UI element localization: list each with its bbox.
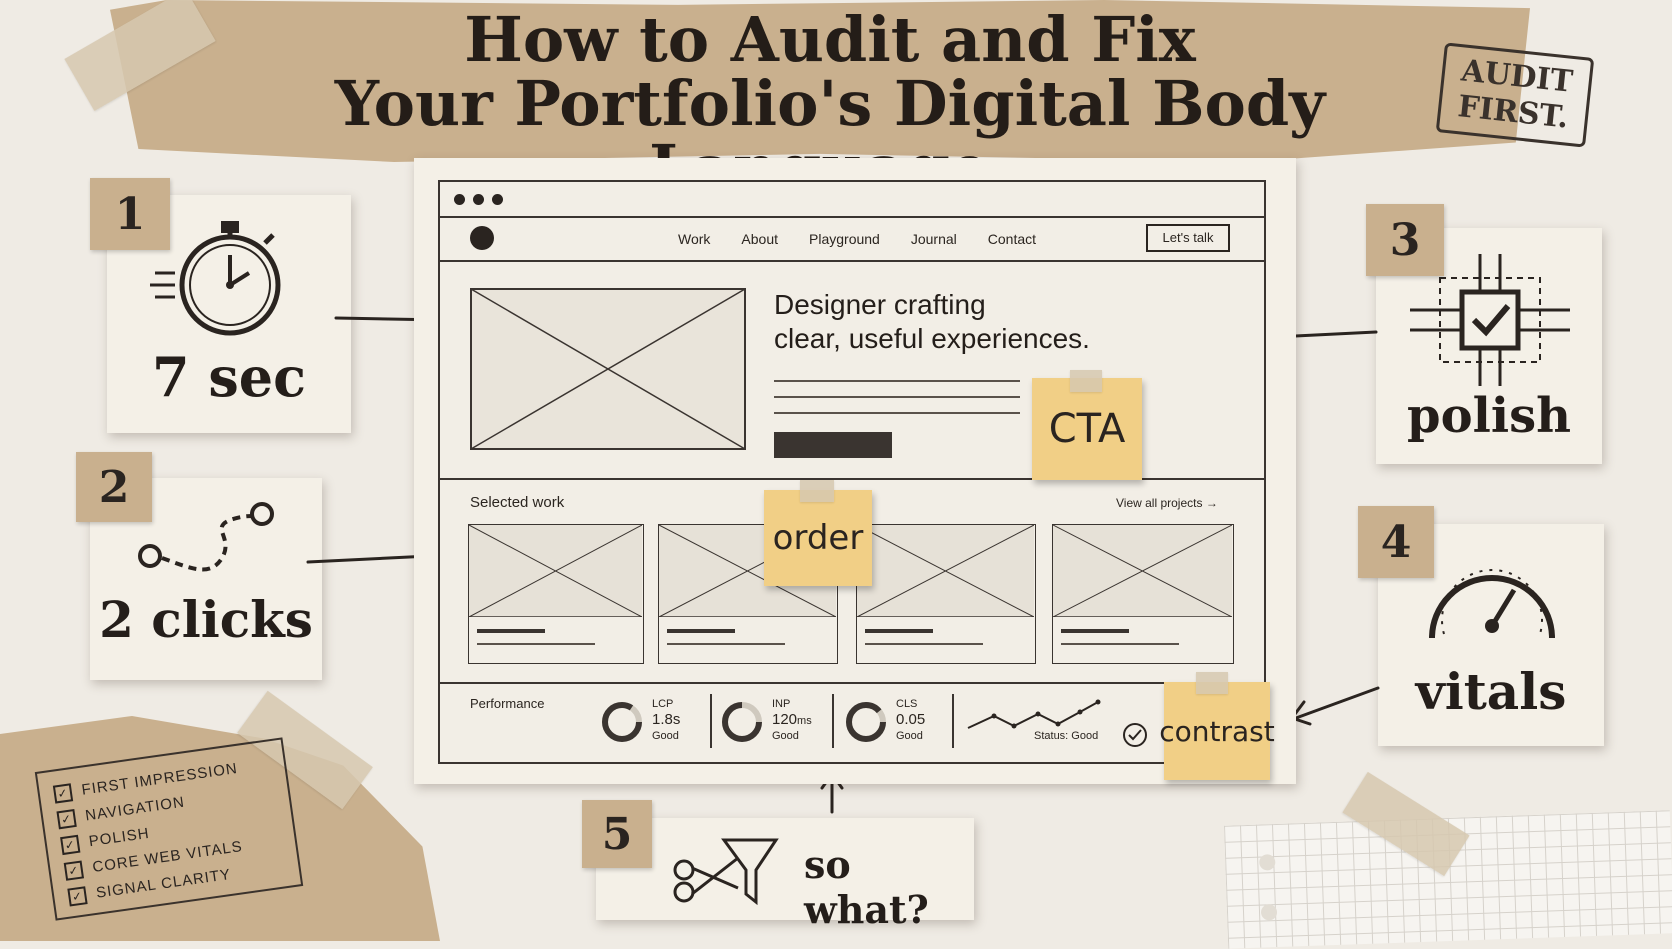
project-thumbnail — [468, 524, 643, 618]
arrow-step-4 — [1289, 686, 1380, 726]
step-4-label: vitals — [1415, 662, 1567, 721]
nav-playground[interactable]: Playground — [809, 231, 880, 247]
nav-about[interactable]: About — [741, 231, 779, 247]
step-1-card: 7 sec — [107, 195, 351, 433]
browser-window: Work About Playground Journal Contact Le… — [438, 180, 1266, 764]
project-thumbnail — [856, 524, 1035, 618]
tape — [1196, 672, 1228, 694]
performance-heading: Performance — [470, 696, 545, 711]
hero-text-line — [774, 380, 1020, 382]
window-dots — [454, 192, 503, 210]
inp-ring-icon — [722, 702, 762, 742]
cls-value: 0.05 — [896, 711, 926, 728]
metric-cls: CLS 0.05 Good — [844, 696, 944, 746]
nav-contact[interactable]: Contact — [987, 231, 1037, 247]
sticky-note-contrast: contrast — [1159, 682, 1275, 780]
step-3-number: 3 — [1366, 204, 1444, 276]
lets-talk-button[interactable]: Let's talk — [1146, 224, 1230, 252]
tape — [800, 480, 834, 502]
project-card[interactable] — [468, 524, 644, 664]
step-2-number: 2 — [76, 452, 152, 522]
sticky-note-cta: CTA — [1032, 378, 1142, 480]
sticky-contrast-text: contrast — [1159, 714, 1275, 748]
cls-status: Good — [896, 730, 923, 742]
step-5-label: so what? — [804, 842, 929, 932]
stopwatch-icon — [150, 221, 281, 336]
inp-name: INP — [772, 698, 791, 710]
step-3-label: polish — [1407, 388, 1571, 444]
cls-ring-icon — [846, 702, 886, 742]
status-check-icon — [1123, 723, 1147, 747]
project-cards — [468, 524, 1234, 664]
title-line-1: How to Audit and Fix — [464, 3, 1196, 76]
inp-value: 120 — [772, 711, 798, 728]
metric-inp: INP 120ms Good — [720, 696, 830, 746]
view-all-projects-link[interactable]: View all projects → — [1116, 496, 1218, 510]
step-1-number: 1 — [90, 178, 170, 250]
selected-work-heading: Selected work — [470, 494, 565, 511]
checkbox-checked-icon: ✓ — [56, 808, 77, 830]
site-nav: Work About Playground Journal Contact — [678, 231, 1036, 247]
project-card[interactable] — [1052, 524, 1234, 664]
hero-headline: Designer crafting clear, useful experien… — [774, 288, 1090, 356]
metric-divider — [832, 694, 834, 748]
work-divider — [440, 682, 1264, 684]
nav-divider — [440, 260, 1264, 262]
hero-image-placeholder — [470, 288, 746, 450]
inp-value-wrap: 120ms — [772, 711, 812, 728]
checkbox-checked-icon: ✓ — [67, 886, 88, 907]
project-card[interactable] — [856, 524, 1036, 664]
inp-unit: ms — [797, 715, 812, 727]
page-title: How to Audit and Fix Your Portfolio's Di… — [150, 8, 1510, 200]
nav-journal[interactable]: Journal — [910, 231, 957, 247]
trend-sparkline-icon — [967, 699, 1101, 729]
tape — [1070, 370, 1102, 392]
project-thumbnail — [1052, 524, 1233, 618]
alignment-check-icon — [1410, 254, 1570, 386]
metric-divider — [952, 694, 954, 748]
hero-cta-button[interactable] — [774, 432, 892, 458]
hero-text-line — [774, 396, 1020, 398]
step-2-label: 2 clicks — [99, 590, 313, 649]
step-5-card: so what? — [596, 818, 974, 932]
step-1-label: 7 sec — [151, 345, 306, 409]
scissors-funnel-icon — [673, 838, 779, 906]
hero-text-line — [774, 412, 1020, 414]
metric-lcp: LCP 1.8s Good — [600, 696, 700, 746]
inp-status: Good — [772, 730, 799, 742]
checkbox-checked-icon: ✓ — [60, 834, 81, 856]
step-5-number: 5 — [582, 800, 652, 868]
checkbox-checked-icon: ✓ — [52, 783, 74, 804]
lcp-value: 1.8s — [652, 711, 681, 728]
step-4-card: vitals — [1378, 524, 1604, 746]
site-logo[interactable] — [470, 226, 494, 250]
step-4-number: 4 — [1358, 506, 1434, 578]
sticky-cta-text: CTA — [1048, 406, 1126, 452]
lcp-ring-icon — [602, 702, 642, 742]
sticky-note-order: order — [764, 490, 872, 586]
path-icon — [138, 502, 274, 572]
metric-divider — [710, 694, 712, 748]
titlebar-divider — [440, 216, 1264, 218]
title-banner — [110, 0, 1530, 162]
nav-work[interactable]: Work — [678, 231, 711, 247]
lcp-status: Good — [652, 730, 679, 742]
sticky-order-text: order — [772, 518, 864, 558]
overall-status: Status: Good — [1034, 730, 1099, 742]
checkbox-checked-icon: ✓ — [63, 860, 85, 881]
hero-headline-line-2: clear, useful experiences. — [774, 323, 1090, 354]
hero-headline-line-1: Designer crafting — [774, 289, 986, 320]
lcp-name: LCP — [652, 698, 674, 710]
cls-name: CLS — [896, 698, 918, 710]
hero-divider — [440, 478, 1264, 480]
gauge-icon — [1429, 569, 1555, 639]
